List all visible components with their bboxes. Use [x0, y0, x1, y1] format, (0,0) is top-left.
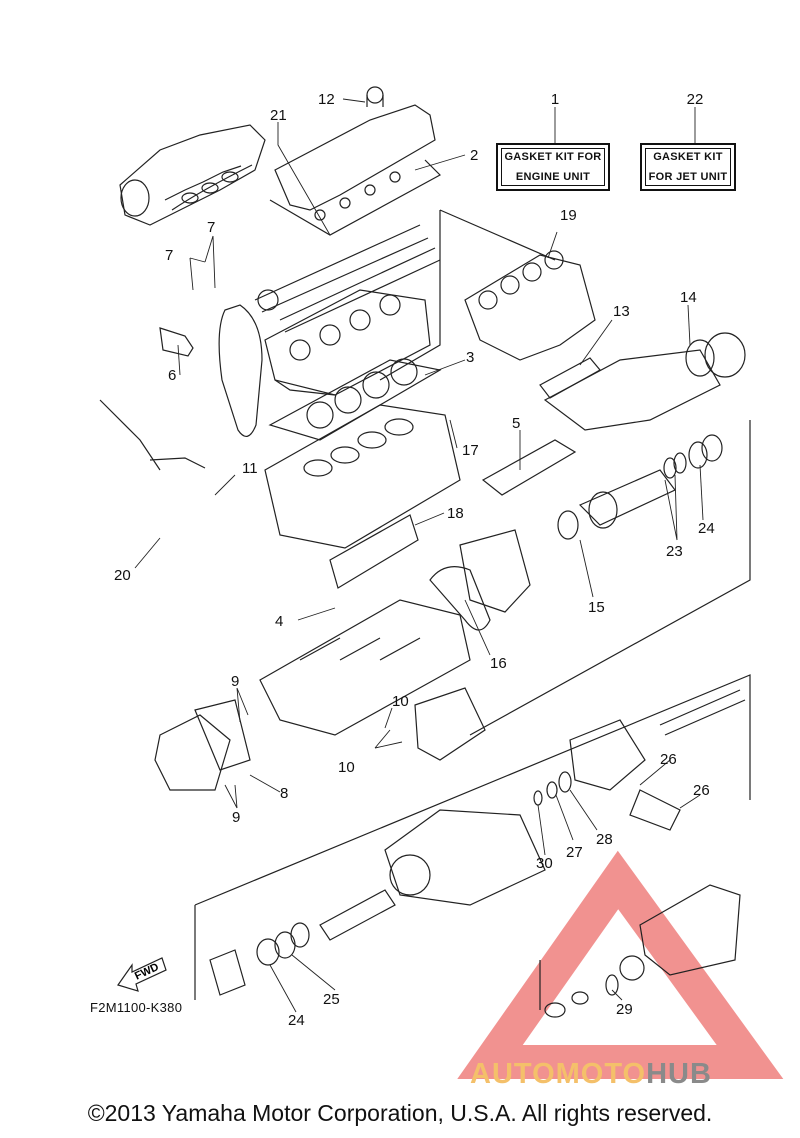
callout-1: 1 [551, 91, 559, 108]
callout-14: 14 [680, 289, 697, 306]
impeller-shaft [319, 889, 396, 941]
callout-19: 19 [560, 207, 577, 224]
callout-20: 20 [114, 567, 131, 584]
cylinder-head [264, 289, 431, 396]
callout-17: 17 [462, 442, 479, 459]
side-cover-gasket [329, 514, 419, 589]
callout-26b: 26 [693, 782, 710, 799]
bearing-housing [569, 719, 646, 791]
seal-27 [546, 781, 558, 799]
callout-9b: 9 [232, 809, 240, 826]
callout-18: 18 [447, 505, 464, 522]
output-shaft [557, 434, 723, 540]
callout-6: 6 [168, 367, 176, 384]
callout-29: 29 [616, 1001, 633, 1018]
cylinder-head-cover [269, 86, 441, 236]
callout-12: 12 [318, 91, 335, 108]
intake-manifold [464, 250, 596, 361]
kit-engine-line2: ENGINE UNIT [515, 171, 591, 183]
leader-lines [134, 98, 704, 1013]
callout-15: 15 [588, 599, 605, 616]
diagram-code: F2M1100-K380 [90, 1000, 183, 1015]
watermark-text: AUTOMOTOHUB [470, 1058, 712, 1091]
exhaust-manifold [119, 124, 266, 226]
callout-16: 16 [490, 655, 507, 672]
oil-cooler-plate [481, 439, 577, 496]
callout-9a: 9 [231, 673, 239, 690]
drive-shaft [659, 689, 746, 736]
coupler [209, 949, 246, 996]
water-pump [154, 714, 231, 791]
jet-nozzle [639, 884, 741, 976]
kit-jet-line1: GASKET KIT [653, 151, 723, 163]
gasket-kit-jet-label: GASKET KIT FOR JET UNIT [640, 143, 736, 191]
callout-10b: 10 [338, 759, 355, 776]
callout-2: 2 [470, 147, 478, 164]
callout-7a: 7 [207, 219, 215, 236]
generator-cover [459, 529, 531, 613]
callout-21: 21 [270, 107, 287, 124]
callout-24b: 24 [288, 1012, 305, 1029]
housing-gaskets [629, 789, 681, 831]
kit-jet-line2: FOR JET UNIT [648, 171, 728, 183]
rear-seals [256, 922, 310, 966]
callout-13: 13 [613, 303, 630, 320]
watermark-part2: HUB [646, 1058, 712, 1090]
callout-8: 8 [280, 785, 288, 802]
callout-28: 28 [596, 831, 613, 848]
callout-30: 30 [536, 855, 553, 872]
callout-26a: 26 [660, 751, 677, 768]
callout-11: 11 [242, 460, 258, 477]
throttle-body [539, 332, 746, 431]
assembly-frame-upper [379, 209, 751, 736]
callout-22: 22 [687, 91, 704, 108]
oil-pump [414, 687, 486, 761]
assembly-frame-lower [194, 674, 751, 1010]
crankcase [259, 599, 471, 736]
seal-30 [533, 790, 543, 806]
callout-4: 4 [275, 613, 283, 630]
fwd-arrow [117, 957, 167, 992]
callout-23: 23 [666, 543, 683, 560]
watermark-part1: AUTOMOTO [470, 1058, 647, 1090]
copyright-notice: ©2013 Yamaha Motor Corporation, U.S.A. A… [87, 1100, 713, 1126]
callout-7b: 7 [165, 247, 173, 264]
callout-24a: 24 [698, 520, 715, 537]
callout-25: 25 [323, 991, 340, 1008]
kit-engine-line1: GASKET KIT FOR [504, 151, 602, 163]
camshafts [254, 224, 441, 333]
cylinder-block [264, 404, 461, 549]
cap-parts [544, 955, 645, 1018]
watermark-triangle [457, 850, 784, 1079]
water-pump-gasket [194, 699, 251, 771]
seal-28 [558, 771, 572, 793]
gasket-kit-engine-label: GASKET KIT FOR ENGINE UNIT [496, 143, 610, 191]
callout-3: 3 [466, 349, 474, 366]
jet-pump-housing [384, 809, 546, 906]
callouts: 1 2 3 4 5 6 7 7 7 8 9 9 10 10 10 11 12 1… [114, 91, 715, 1029]
callout-5: 5 [512, 415, 520, 432]
callout-10a: 10 [392, 693, 409, 710]
callout-27: 27 [566, 844, 583, 861]
oil-dipstick [99, 399, 206, 471]
cam-chain [218, 304, 263, 437]
generator-cover-gasket [429, 566, 491, 631]
chain-tensioner [159, 327, 194, 357]
head-gasket [268, 358, 442, 441]
